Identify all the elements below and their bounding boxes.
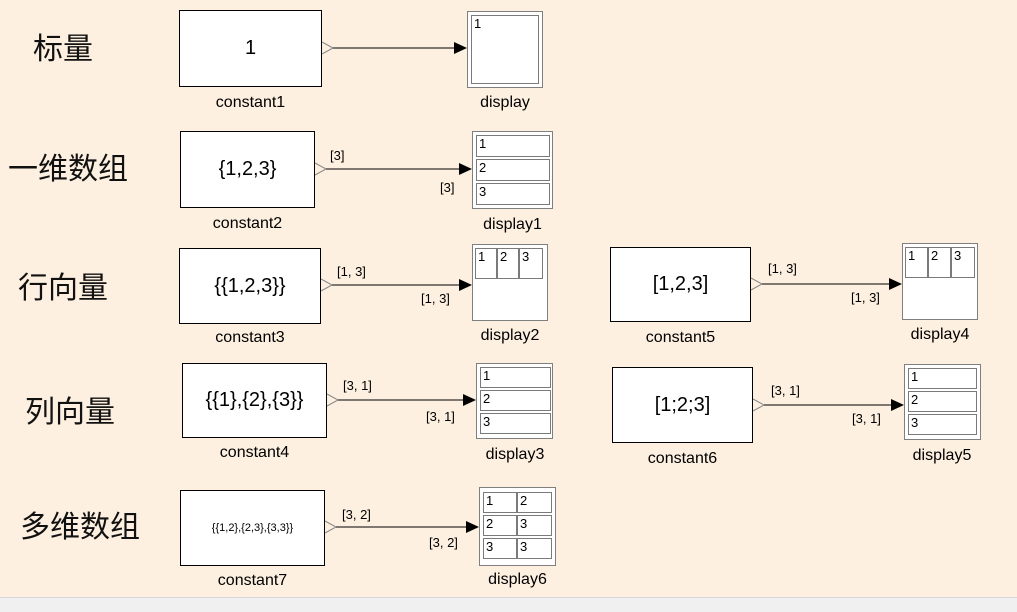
constant-value: {{1,2,3}} (214, 274, 286, 297)
constant-block-2[interactable]: {1,2,3} (180, 131, 315, 208)
constant-value: {{1,2},{2,3},{3,3}} (211, 522, 294, 534)
constant-block-4[interactable]: {{1},{2},{3}} (182, 363, 327, 438)
signal-label-in: [3, 1] (426, 409, 455, 424)
output-port[interactable] (321, 41, 335, 55)
row-label-1d-array: 一维数组 (8, 152, 128, 187)
output-port[interactable] (324, 520, 338, 534)
input-port-arrow[interactable] (459, 279, 472, 291)
display-cell: 3 (476, 183, 550, 205)
display-block-3-name: display3 (485, 446, 545, 463)
constant-value: 1 (244, 37, 257, 59)
constant-block-7-name: constant7 (217, 572, 288, 589)
row-label-row-vector: 行向量 (18, 271, 108, 306)
display-cell: 1 (476, 135, 550, 157)
display-block-5[interactable]: 1 2 3 (904, 364, 981, 440)
display-cell: 2 (483, 515, 517, 536)
display-cell: 3 (908, 414, 977, 435)
constant-block-1[interactable]: 1 (179, 10, 322, 87)
constant-block-5-name: constant5 (645, 329, 716, 346)
output-port[interactable] (750, 277, 764, 291)
display-cell: 1 (483, 492, 517, 513)
signal-label-in: [1, 3] (421, 291, 450, 306)
signal-label-in: [3] (440, 180, 455, 195)
signal-label-in: [3, 1] (852, 411, 881, 426)
signal-label-in: [1, 3] (851, 290, 880, 305)
display-block-6-name: display6 (488, 571, 547, 588)
display-block-4-name: display4 (910, 326, 970, 343)
output-port[interactable] (320, 278, 334, 292)
display-block-1-name: display1 (483, 216, 542, 233)
output-port[interactable] (752, 398, 766, 412)
constant-value: [1,2,3] (652, 273, 709, 295)
signal-label-in: [3, 2] (429, 535, 458, 550)
display-cell: 2 (928, 247, 951, 278)
display-cell: 1 (480, 367, 551, 388)
row-label-column-vector: 列向量 (25, 395, 115, 430)
status-bar (0, 597, 1017, 612)
display-block-5-name: display5 (912, 447, 972, 464)
constant-block-1-name: constant1 (215, 94, 286, 111)
signal-label-out: [1, 3] (768, 261, 797, 276)
input-port-arrow[interactable] (454, 42, 467, 54)
constant-value: [1;2;3] (654, 393, 711, 416)
display-cell: 2 (476, 159, 550, 181)
display-cell: 1 (905, 247, 928, 278)
signal-label-out: [3, 1] (771, 383, 800, 398)
constant-block-6[interactable]: [1;2;3] (612, 367, 753, 443)
display-cell: 3 (517, 538, 552, 559)
display-cell: 3 (951, 247, 975, 278)
display-block-2-name: display2 (480, 327, 540, 344)
signal-label-out: [3, 2] (342, 507, 371, 522)
input-port-arrow[interactable] (463, 394, 476, 406)
output-port[interactable] (314, 162, 328, 176)
output-port[interactable] (326, 393, 340, 407)
signal-label-out: [3] (330, 148, 345, 163)
constant-block-6-name: constant6 (647, 450, 718, 467)
constant-block-2-name: constant2 (212, 215, 283, 232)
signal-label-out: [1, 3] (337, 264, 366, 279)
display-cell: 2 (908, 391, 977, 412)
display-block-4[interactable]: 1 2 3 (902, 243, 978, 320)
constant-block-3-name: constant3 (215, 329, 285, 346)
input-port-arrow[interactable] (459, 163, 472, 175)
display-block-name: display (480, 94, 530, 111)
constant-block-5[interactable]: [1,2,3] (610, 247, 751, 322)
constant-value: {{1},{2},{3}} (205, 389, 304, 411)
display-cell: 1 (471, 15, 539, 84)
display-cell: 3 (519, 248, 543, 279)
display-block-1[interactable]: 1 2 3 (472, 131, 553, 209)
display-cell: 2 (497, 248, 519, 279)
input-port-arrow[interactable] (889, 278, 902, 290)
display-cell: 2 (517, 492, 552, 513)
constant-block-4-name: constant4 (219, 444, 290, 461)
display-cell: 3 (483, 538, 517, 559)
display-cell: 2 (480, 390, 551, 411)
display-block-3[interactable]: 1 2 3 (476, 363, 553, 439)
signal-label-out: [3, 1] (343, 378, 372, 393)
constant-block-7[interactable]: {{1,2},{2,3},{3,3}} (180, 490, 325, 566)
display-cell: 3 (517, 515, 552, 536)
model-canvas[interactable]: 标量 一维数组 行向量 列向量 多维数组 1 constant1 {1,2,3}… (0, 0, 1017, 597)
constant-block-3[interactable]: {{1,2,3}} (179, 248, 321, 324)
row-label-scalar: 标量 (33, 32, 93, 67)
display-block-6[interactable]: 1 2 2 3 3 3 (479, 487, 556, 566)
display-cell: 1 (908, 368, 977, 389)
display-cell: 1 (475, 248, 497, 279)
input-port-arrow[interactable] (466, 521, 479, 533)
display-cell: 3 (480, 413, 551, 434)
row-label-multidim-array: 多维数组 (20, 510, 140, 545)
input-port-arrow[interactable] (891, 399, 904, 411)
display-block[interactable]: 1 (467, 11, 543, 88)
signal-lines (314, 41, 904, 534)
constant-value: {1,2,3} (218, 158, 277, 180)
display-block-2[interactable]: 1 2 3 (472, 244, 548, 321)
